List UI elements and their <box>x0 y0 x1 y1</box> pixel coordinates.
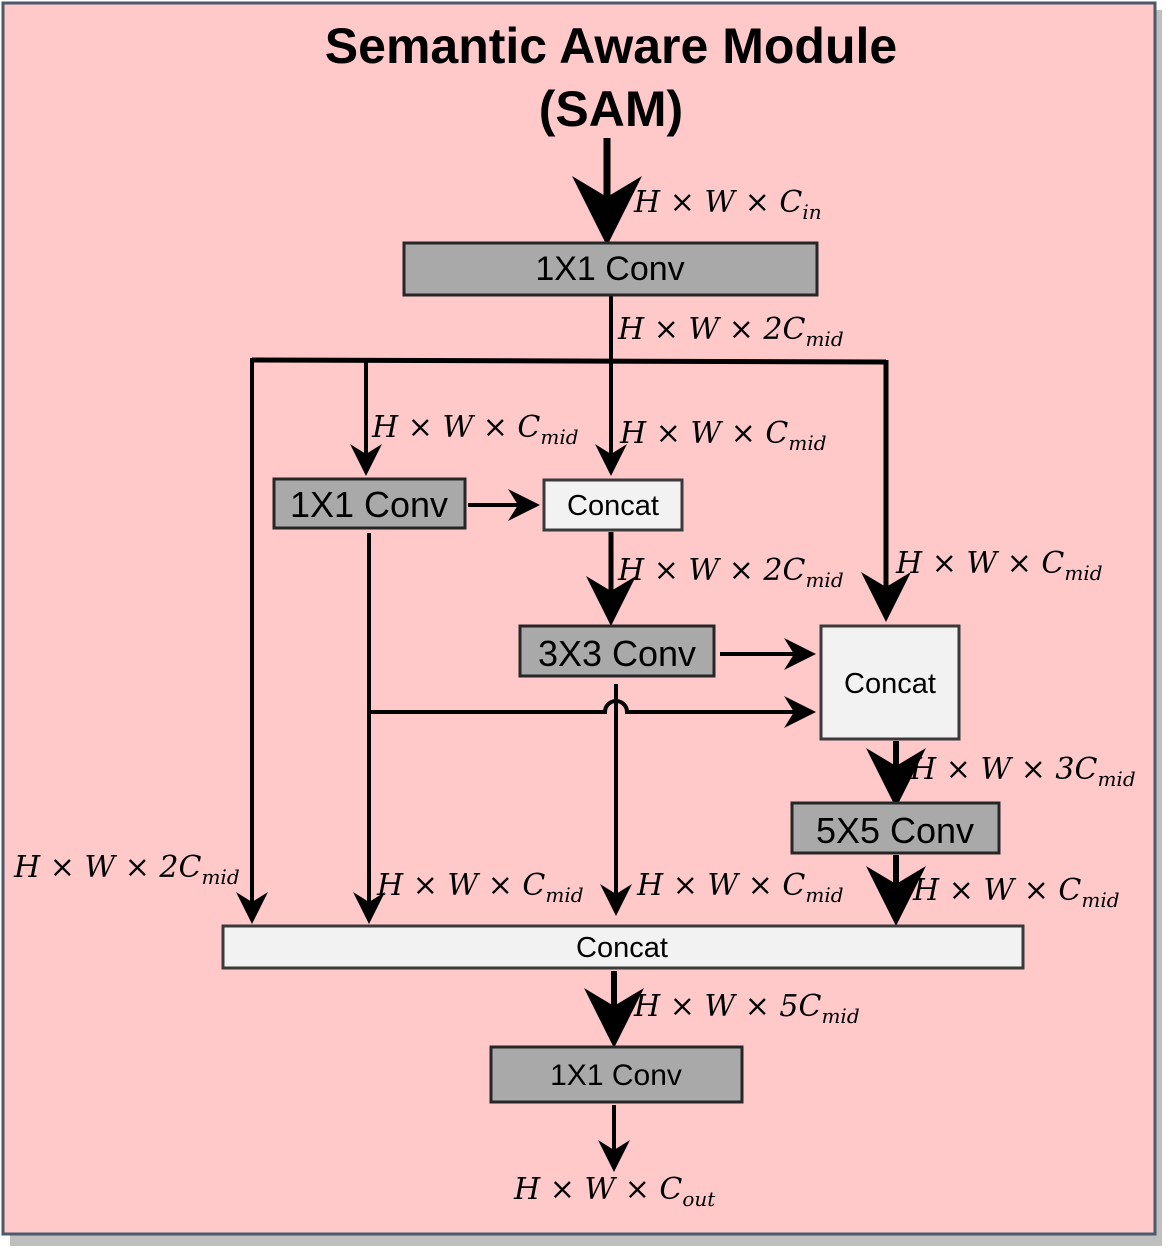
dim-label-to-concat-m: H × W × Cmid <box>895 546 1103 585</box>
dim-label-coef: 2C <box>762 553 805 588</box>
dim-label-subscript: mid <box>805 327 843 351</box>
input-conv-block: 1X1 Conv <box>402 241 819 297</box>
dim-label-main: H × W × C <box>371 410 540 445</box>
dim-label-after-concat-s: H × W × 2Cmid <box>617 553 844 592</box>
dim-label-from-conv3: H × W × Cmid <box>636 868 844 907</box>
branch-conv-label: 1X1 Conv <box>290 484 448 525</box>
dim-label-to-concat-s: H × W × Cmid <box>619 416 827 455</box>
concat-wide-block: Concat <box>221 924 1025 970</box>
dim-label-main: H × W × C <box>912 873 1081 908</box>
dim-label-subscript: out <box>682 1187 716 1211</box>
input-conv-label: 1X1 Conv <box>535 250 684 288</box>
dim-label-main: H × W × C <box>895 546 1064 581</box>
dim-label-after-concat-w: H × W × 5Cmid <box>633 989 860 1028</box>
dim-label-after-conv1: H × W × 2Cmid <box>617 312 844 351</box>
dim-label-subscript: mid <box>540 425 578 449</box>
dim-label-coef: 2C <box>762 312 805 347</box>
dim-label-main: H × W × C <box>513 1172 682 1207</box>
dim-label-subscript: mid <box>545 883 583 907</box>
dim-label-left-bypass: H × W × 2Cmid <box>13 850 240 889</box>
dim-label-main: H × W × C <box>636 868 805 903</box>
conv3x3-block: 3X3 Conv <box>518 624 716 678</box>
concat-small-block: Concat <box>542 478 684 532</box>
dim-label-coef: 5C <box>779 989 821 1024</box>
dim-label-main: H × W × <box>617 312 763 347</box>
dim-label-subscript: in <box>802 200 821 224</box>
conv3x3-label: 3X3 Conv <box>538 633 696 674</box>
dim-label-subscript: mid <box>201 865 239 889</box>
output-conv-block: 1X1 Conv <box>489 1045 744 1104</box>
dim-label-subscript: mid <box>821 1004 859 1028</box>
dim-label-subscript: mid <box>805 568 843 592</box>
output-conv-label: 1X1 Conv <box>550 1059 682 1092</box>
dim-label-subscript: mid <box>1064 561 1102 585</box>
module-title-line2: (SAM) <box>539 81 683 137</box>
dim-label-input: H × W × Cin <box>633 185 822 224</box>
dim-label-main: H × W × <box>617 553 763 588</box>
dim-label-subscript: mid <box>1081 888 1119 912</box>
conv5x5-block: 5X5 Conv <box>790 801 1001 855</box>
branch-conv-block: 1X1 Conv <box>272 477 467 530</box>
dim-label-coef: 2C <box>158 850 201 885</box>
concat-wide-label: Concat <box>576 932 668 964</box>
dim-label-from-conv5: H × W × Cmid <box>912 873 1120 912</box>
dim-label-main: H × W × C <box>619 416 788 451</box>
dim-label-after-concat-m: H × W × 3Cmid <box>909 752 1136 791</box>
concat-mid-block: Concat <box>819 624 961 741</box>
dim-label-main: H × W × <box>633 989 779 1024</box>
dim-label-main: H × W × <box>909 752 1055 787</box>
split-bar <box>251 357 887 365</box>
dim-label-subscript: mid <box>788 431 826 455</box>
dim-label-main: H × W × C <box>376 868 545 903</box>
conv5x5-label: 5X5 Conv <box>816 810 974 851</box>
dim-label-coef: 3C <box>1055 752 1097 787</box>
dim-label-main: H × W × C <box>633 185 802 220</box>
dim-label-to-conv1b: H × W × Cmid <box>371 410 579 449</box>
dim-label-subscript: mid <box>1097 767 1135 791</box>
concat-small-label: Concat <box>567 490 659 522</box>
module-title-line1: Semantic Aware Module <box>325 18 897 74</box>
dim-label-output: H × W × Cout <box>513 1172 716 1211</box>
concat-mid-label: Concat <box>844 668 936 700</box>
dim-label-from-conv1b: H × W × Cmid <box>376 868 584 907</box>
dim-label-subscript: mid <box>805 883 843 907</box>
dim-label-main: H × W × <box>13 850 159 885</box>
